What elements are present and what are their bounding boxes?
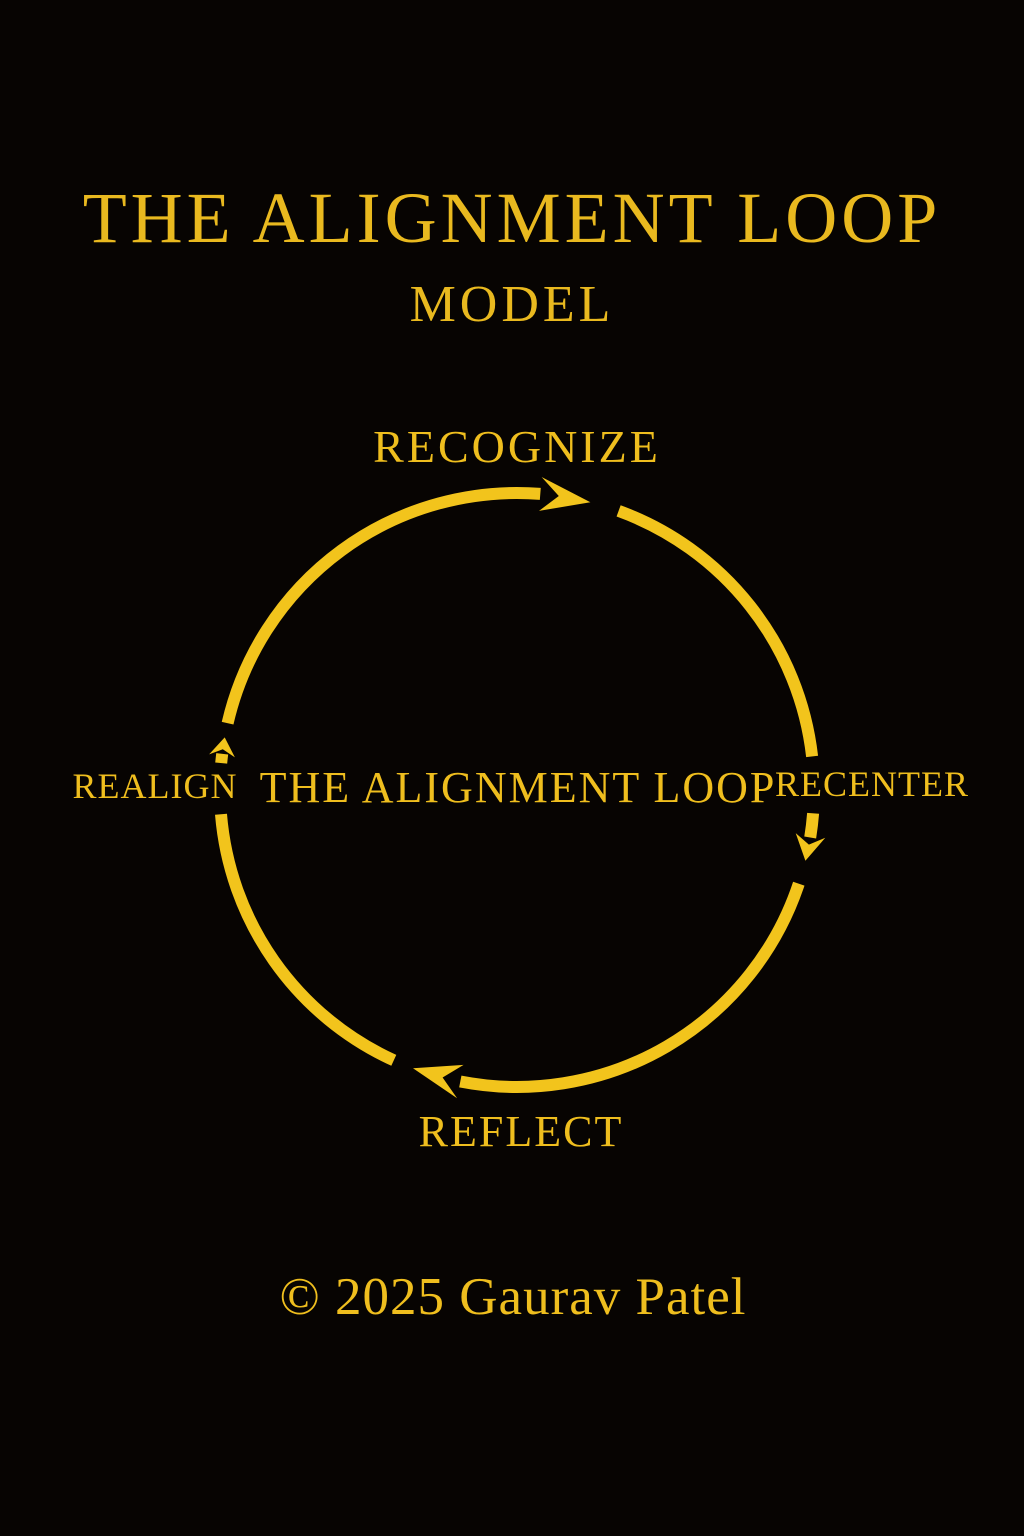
step-label-recenter: RECENTER	[775, 764, 969, 804]
loop-arc	[459, 881, 805, 1093]
copyright-credit: © 2025 Gaurav Patel	[279, 1268, 747, 1326]
loop-mini-arrowhead-icon	[795, 833, 826, 861]
loop-mini-arrow-stem	[804, 812, 820, 839]
loop-arc	[616, 505, 819, 758]
loop-arc	[221, 487, 541, 725]
loop-center-label: THE ALIGNMENT LOOP	[259, 763, 777, 812]
step-label-reflect: REFLECT	[418, 1107, 624, 1156]
page-title: THE ALIGNMENT LOOP	[82, 178, 942, 258]
step-label-realign: REALIGN	[72, 766, 238, 806]
loop-mini-arrowhead-icon	[209, 737, 235, 758]
loop-arrowhead-icon	[413, 1064, 464, 1099]
loop-mini-arrow-stem	[215, 753, 229, 764]
loop-arrowhead-icon	[539, 477, 591, 511]
loop-arc	[215, 813, 397, 1066]
step-label-recognize: RECOGNIZE	[373, 421, 661, 472]
page-subtitle: MODEL	[409, 276, 615, 333]
